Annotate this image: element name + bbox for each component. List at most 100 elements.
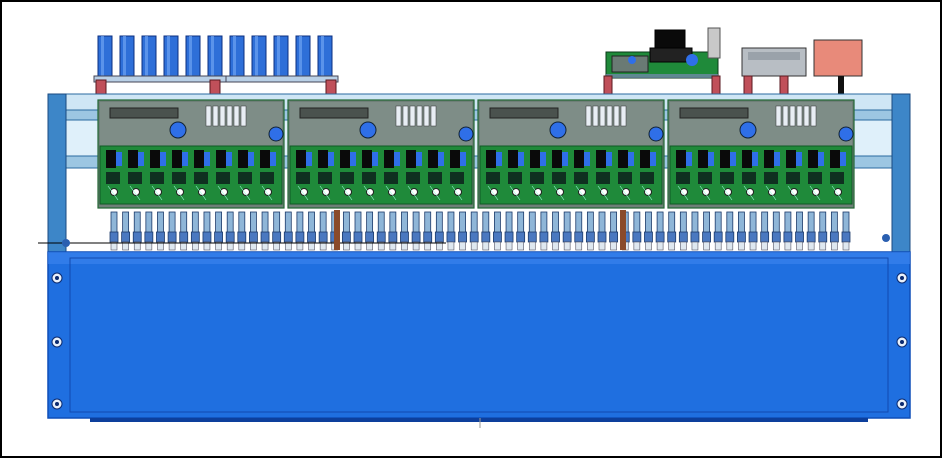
trace	[129, 185, 141, 201]
heatsink-left	[93, 35, 229, 83]
connector-pin	[389, 211, 397, 235]
pin-base	[760, 231, 770, 243]
pin-base	[632, 231, 642, 243]
pin-base	[481, 231, 491, 243]
cap-smd	[270, 152, 276, 166]
relay-bar	[416, 105, 423, 127]
led	[600, 188, 608, 196]
led	[454, 188, 462, 196]
cap-smd	[226, 152, 232, 166]
pin-base	[725, 231, 735, 243]
pin-foot	[807, 241, 815, 251]
pin-base	[585, 231, 595, 243]
pin-base	[713, 231, 723, 243]
connector-pin	[796, 211, 803, 235]
board-capacitor	[648, 126, 664, 142]
led	[132, 188, 140, 196]
cap-smd	[328, 152, 334, 166]
cap-smd	[204, 152, 210, 166]
cap-round	[686, 54, 698, 66]
cap-smd	[606, 152, 612, 166]
board-capacitor	[838, 126, 854, 142]
connector-pin	[203, 211, 211, 235]
ic-chip	[106, 150, 116, 168]
heatsink-fin	[273, 35, 289, 79]
fin-highlight	[189, 36, 192, 78]
heatsink-right	[225, 35, 339, 83]
connector-pin	[157, 211, 164, 235]
relay-bar	[606, 105, 613, 127]
ic-chip	[128, 150, 138, 168]
pin-foot	[819, 241, 827, 251]
connector-pin	[656, 211, 664, 235]
connector-pin	[482, 211, 490, 235]
led	[512, 188, 520, 196]
ic-chip	[786, 150, 796, 168]
pin-foot	[738, 241, 745, 251]
cap-smd	[584, 152, 590, 166]
relay-bar	[423, 105, 430, 127]
connector-pin	[145, 211, 153, 235]
led	[300, 188, 308, 196]
pin-foot	[761, 241, 768, 251]
relay-bar	[219, 105, 226, 127]
opto	[808, 172, 822, 184]
connector-pin	[342, 211, 350, 235]
led	[176, 188, 184, 196]
pin-base	[469, 231, 479, 243]
pin-foot	[691, 241, 699, 251]
pin-base	[167, 231, 177, 243]
pin-base	[771, 231, 781, 243]
ic-chip	[216, 150, 226, 168]
pin-base	[516, 231, 526, 243]
screw-icon	[51, 272, 63, 284]
opto	[786, 172, 800, 184]
heatsink-base	[225, 75, 339, 83]
trace	[575, 185, 587, 201]
led	[578, 188, 586, 196]
pin-foot	[238, 241, 246, 251]
trace	[809, 185, 821, 201]
rj-slot	[748, 52, 800, 60]
pin-foot	[180, 241, 188, 251]
cap-smd	[774, 152, 780, 166]
cap-smd	[518, 152, 524, 166]
pin-base	[690, 231, 700, 243]
pin-base	[806, 231, 816, 243]
connector-pin	[238, 211, 246, 235]
led	[622, 188, 630, 196]
pin-base	[446, 231, 456, 243]
connector-pin	[494, 211, 501, 235]
cap-smd	[306, 152, 312, 166]
connector-pin	[505, 211, 513, 235]
trace	[173, 185, 185, 201]
cap-smd	[650, 152, 656, 166]
pin-base	[539, 231, 549, 243]
ic-chip	[194, 150, 204, 168]
heatsink-fin	[295, 35, 311, 79]
trace	[677, 185, 689, 201]
trace	[699, 185, 711, 201]
screw-center	[55, 340, 59, 344]
relay-bar	[803, 105, 810, 127]
fin-highlight	[123, 36, 126, 78]
pin-base	[237, 231, 247, 243]
pin-foot	[552, 241, 559, 251]
screw-center	[55, 402, 59, 406]
pin-base	[667, 231, 677, 243]
heatsink-base	[93, 75, 229, 83]
opto	[552, 172, 566, 184]
pin-foot	[389, 241, 397, 251]
trace	[531, 185, 543, 201]
pin-base	[644, 231, 653, 243]
pin-base	[562, 231, 572, 243]
led	[556, 188, 564, 196]
connector-pin	[366, 211, 374, 235]
pin-foot	[680, 241, 687, 251]
fin-highlight	[299, 36, 302, 78]
pin-base	[527, 231, 537, 243]
connector-pin	[459, 211, 466, 235]
pin-base	[283, 231, 293, 243]
pin-foot	[203, 241, 211, 251]
